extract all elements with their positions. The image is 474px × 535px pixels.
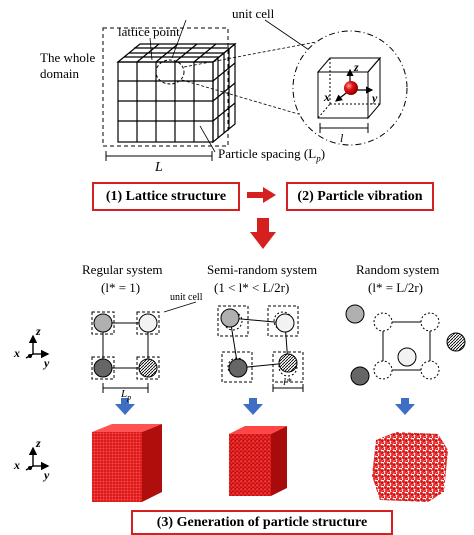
step3-label: (3) Generation of particle structure bbox=[156, 514, 368, 530]
semi-cond: (1 < l* < L/2r) bbox=[214, 280, 290, 295]
step1-box: (1) Lattice structure bbox=[92, 182, 240, 211]
random-cond: (l* = L/2r) bbox=[368, 280, 423, 295]
semi-random-system bbox=[217, 305, 304, 392]
unit-cell-annotation: unit cell bbox=[170, 292, 203, 303]
lp-sub: p bbox=[127, 393, 132, 403]
red-arrow-down-icon bbox=[250, 218, 276, 249]
domain-dashed-box bbox=[102, 27, 229, 147]
step1-label: (1) Lattice structure bbox=[105, 188, 227, 204]
axis-y-upper: y bbox=[44, 356, 50, 370]
particle-spacing-end: ) bbox=[320, 146, 326, 161]
unit-cell-label: unit cell bbox=[232, 6, 275, 21]
particle-spacing-text: Particle spacing (L bbox=[218, 146, 317, 161]
axis-z-upper: z bbox=[36, 324, 41, 338]
cell-y-label: y bbox=[372, 91, 378, 105]
step3-box: (3) Generation of particle structure bbox=[131, 510, 393, 535]
cell-x-label: x bbox=[324, 90, 330, 104]
semi-random-particle-cube bbox=[229, 426, 287, 496]
axis-y-lower: y bbox=[44, 468, 50, 482]
cell-z-label: z bbox=[354, 60, 359, 74]
regular-title: Regular system bbox=[82, 262, 163, 277]
axis-x-lower: x bbox=[14, 458, 20, 472]
particle-structures bbox=[25, 424, 448, 502]
particle-spacing-label: Particle spacing (Lp) bbox=[218, 146, 325, 164]
step2-label: (2) Particle vibration bbox=[297, 188, 423, 204]
regular-cond: (l* = 1) bbox=[101, 280, 141, 295]
lattice-diagram bbox=[102, 19, 408, 161]
cell-l-label: l bbox=[340, 131, 344, 145]
lp-text: L bbox=[121, 388, 128, 400]
particle-spacing-sub: p bbox=[316, 153, 321, 164]
particle-sphere bbox=[344, 81, 358, 95]
lattice-cube bbox=[116, 42, 237, 144]
domain-length-label: L bbox=[155, 160, 163, 175]
highlight-cell bbox=[155, 59, 185, 85]
axis-x-upper: x bbox=[14, 346, 20, 360]
random-title: Random system bbox=[356, 262, 440, 277]
axis-z-lower: z bbox=[36, 436, 41, 450]
semi-title: Semi-random system bbox=[207, 262, 318, 277]
lp-annotation: Lp bbox=[121, 388, 131, 402]
blue-arrow-icons bbox=[115, 398, 415, 415]
random-particle-cube bbox=[372, 432, 448, 502]
lattice-point-label: lattice point bbox=[118, 24, 180, 39]
lstar-annotation: l* bbox=[283, 376, 292, 388]
regular-system bbox=[91, 311, 160, 393]
system-schematics bbox=[25, 301, 466, 415]
random-system bbox=[345, 304, 466, 386]
whole-domain-label-2: domain bbox=[40, 66, 79, 81]
regular-particle-cube bbox=[92, 424, 162, 502]
step2-box: (2) Particle vibration bbox=[286, 182, 434, 211]
red-arrow-right-icon bbox=[247, 187, 276, 203]
whole-domain-label-1: The whole bbox=[40, 50, 96, 65]
